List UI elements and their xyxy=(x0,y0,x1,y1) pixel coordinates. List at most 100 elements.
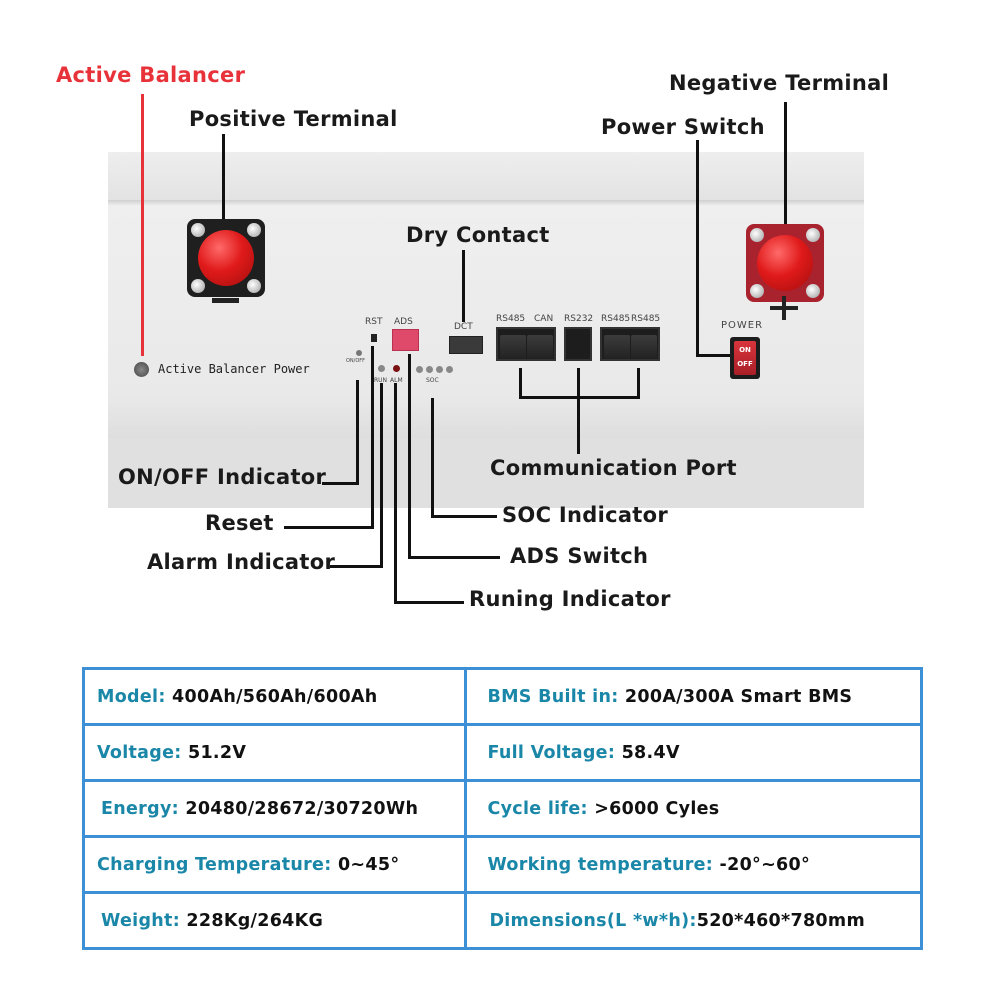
soc-led-4 xyxy=(446,366,453,373)
power-label: POWER xyxy=(721,320,764,331)
table-row: Weight: 228Kg/264KG Dimensions(L *w*h):5… xyxy=(81,891,923,950)
port-label-rs485-2: RS485 xyxy=(601,314,631,324)
spec-cell: Charging Temperature: 0~45° xyxy=(81,835,468,894)
ads-switch-callout: ADS Switch xyxy=(510,544,649,568)
power-switch-line-v xyxy=(696,140,699,356)
rs232-port[interactable] xyxy=(564,327,592,361)
ads-dip-switch[interactable] xyxy=(392,329,419,351)
running-line-h xyxy=(394,601,464,604)
negative-terminal xyxy=(746,224,824,302)
port-label-rs485-1: RS485 xyxy=(496,314,526,324)
power-switch-callout: Power Switch xyxy=(601,115,765,139)
spec-cell: BMS Built in: 200A/300A Smart BMS xyxy=(464,667,923,726)
soc-led-1 xyxy=(416,366,423,373)
onoff-led xyxy=(356,350,362,356)
active-balancer-power-label: Active Balancer Power xyxy=(158,362,310,376)
communication-port-callout: Communication Port xyxy=(490,456,737,480)
comm-line-bar xyxy=(519,396,640,399)
negative-terminal-line xyxy=(784,102,787,224)
spec-cell: Dimensions(L *w*h):520*460*780mm xyxy=(464,891,923,950)
rs485-can-port-block[interactable] xyxy=(496,327,556,361)
bolt-icon xyxy=(750,228,764,242)
bolt-icon xyxy=(191,279,205,293)
battery-panel-top xyxy=(108,152,864,204)
dry-contact-callout: Dry Contact xyxy=(406,223,550,247)
reset-button[interactable] xyxy=(371,334,377,342)
alarm-line-v xyxy=(380,383,383,567)
spec-cell: Voltage: 51.2V xyxy=(81,723,468,782)
bolt-icon xyxy=(247,223,261,237)
ads-line-v xyxy=(408,354,411,558)
bolt-icon xyxy=(247,279,261,293)
bolt-icon xyxy=(806,228,820,242)
ads-line-h xyxy=(408,556,500,559)
bolt-icon xyxy=(806,284,820,298)
alm-label: ALM xyxy=(390,377,403,384)
comm-line-right xyxy=(637,368,640,398)
ads-label: ADS xyxy=(394,317,413,327)
negative-terminal-callout: Negative Terminal xyxy=(669,71,890,95)
minus-mark xyxy=(212,298,239,303)
soc-line-v xyxy=(431,398,434,518)
active-balancer-callout: Active Balancer xyxy=(56,63,246,87)
reset-line-h xyxy=(284,526,374,529)
onoff-line-h xyxy=(322,482,359,485)
spec-cell: Working temperature: -20°~60° xyxy=(464,835,923,894)
soc-led-2 xyxy=(426,366,433,373)
rj45-port[interactable] xyxy=(500,335,526,359)
table-row: Charging Temperature: 0~45° Working temp… xyxy=(81,835,923,894)
dry-contact-connector[interactable] xyxy=(449,336,483,354)
rs485-port-block[interactable] xyxy=(600,327,660,361)
spec-table: Model: 400Ah/560Ah/600Ah BMS Built in: 2… xyxy=(81,667,923,950)
soc-line-h xyxy=(431,515,497,518)
dry-contact-line xyxy=(462,250,465,322)
onoff-indicator-callout: ON/OFF Indicator xyxy=(118,465,327,489)
plus-mark-v xyxy=(782,296,786,320)
soc-indicator-callout: SOC Indicator xyxy=(502,503,669,527)
port-label-rs485-3: RS485 xyxy=(631,314,661,324)
soc-led-3 xyxy=(436,366,443,373)
onoff-line-v xyxy=(356,380,359,484)
power-switch-line-h xyxy=(696,354,730,357)
battery-panel-bottom xyxy=(108,438,864,508)
spec-cell: Energy: 20480/28672/30720Wh xyxy=(81,779,468,838)
rocker: ON OFF xyxy=(734,341,756,375)
positive-terminal-callout: Positive Terminal xyxy=(189,107,398,131)
table-row: Model: 400Ah/560Ah/600Ah BMS Built in: 2… xyxy=(81,667,923,726)
terminal-cap xyxy=(198,230,254,286)
dct-label: DCT xyxy=(454,322,473,332)
rj45-port[interactable] xyxy=(604,335,630,359)
switch-on-label: ON xyxy=(739,346,751,354)
comm-line-left xyxy=(519,368,522,398)
table-row: Voltage: 51.2V Full Voltage: 58.4V xyxy=(81,723,923,782)
running-indicator-callout: Runing Indicator xyxy=(469,587,671,611)
soc-label: SOC xyxy=(426,377,439,384)
onoff-label: ON/OFF xyxy=(346,358,366,364)
spec-cell: Model: 400Ah/560Ah/600Ah xyxy=(81,667,468,726)
rj45-port[interactable] xyxy=(631,335,657,359)
rst-label: RST xyxy=(365,317,383,327)
bolt-icon xyxy=(191,223,205,237)
bolt-icon xyxy=(750,284,764,298)
spec-cell: Full Voltage: 58.4V xyxy=(464,723,923,782)
comm-line-mid xyxy=(577,368,580,454)
port-label-can: CAN xyxy=(534,314,554,324)
active-balancer-power-button[interactable] xyxy=(134,362,149,377)
alarm-led xyxy=(393,365,400,372)
positive-terminal-line xyxy=(222,134,225,219)
rj45-port[interactable] xyxy=(527,335,553,359)
spec-cell: Cycle life: >6000 Cyles xyxy=(464,779,923,838)
reset-line-v xyxy=(371,346,374,528)
reset-callout: Reset xyxy=(205,511,274,535)
battery-panel-lower xyxy=(108,396,864,438)
active-balancer-line xyxy=(141,94,144,356)
table-row: Energy: 20480/28672/30720Wh Cycle life: … xyxy=(81,779,923,838)
battery-panel-ridge xyxy=(108,200,864,206)
running-line-v xyxy=(394,383,397,603)
spec-cell: Weight: 228Kg/264KG xyxy=(81,891,468,950)
switch-off-label: OFF xyxy=(737,360,753,368)
terminal-cap xyxy=(757,235,813,291)
alarm-line-h xyxy=(330,565,383,568)
power-switch[interactable]: ON OFF xyxy=(730,337,760,379)
alarm-indicator-callout: Alarm Indicator xyxy=(147,550,336,574)
